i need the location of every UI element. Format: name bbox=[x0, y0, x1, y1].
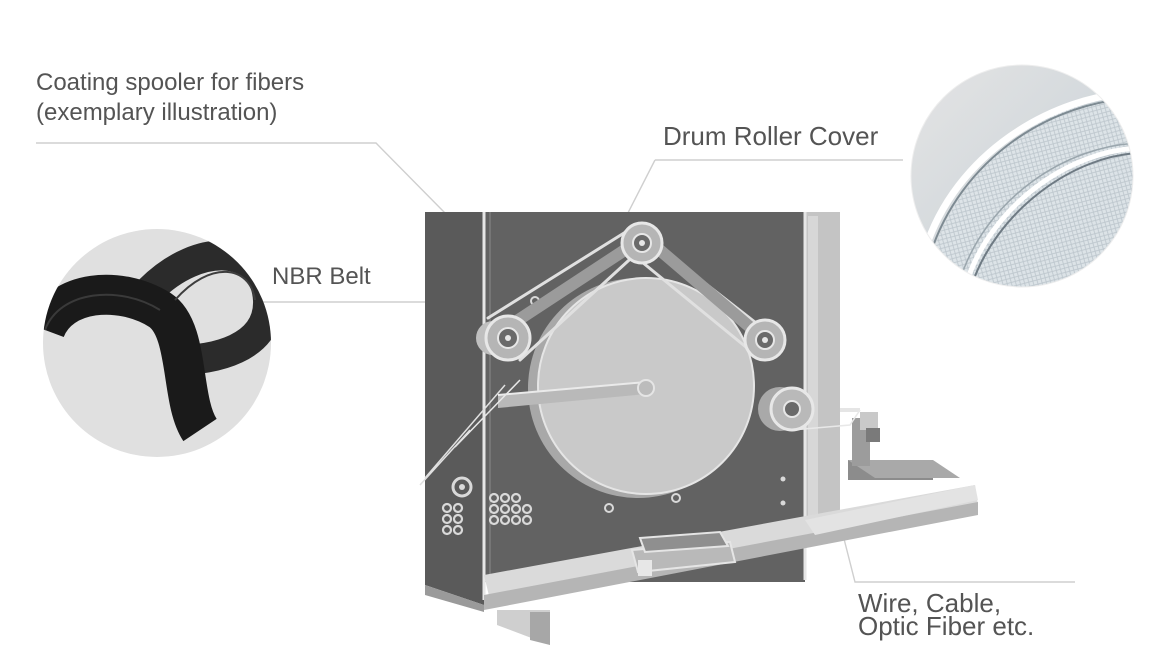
diagram-title-line1: Coating spooler for fibers bbox=[36, 69, 305, 96]
leader-line-title bbox=[36, 142, 446, 214]
vent-holes bbox=[441, 492, 533, 536]
diagram-title-line2: (exemplary illustration) bbox=[36, 99, 278, 126]
right-tray bbox=[805, 485, 978, 535]
label-wire-line2: Optic Fiber etc. bbox=[858, 611, 1035, 641]
base-leg-shadow bbox=[530, 612, 550, 645]
knob-left bbox=[451, 476, 473, 498]
drum-hub bbox=[637, 379, 655, 397]
base-tray-left bbox=[425, 585, 484, 612]
roller-left bbox=[476, 314, 532, 362]
spooler-machine bbox=[419, 212, 978, 645]
base-handle bbox=[630, 530, 737, 576]
left-side-panel bbox=[425, 212, 484, 605]
cover-rim-inner bbox=[962, 145, 1133, 287]
diagram-title: Coating spooler for fibers (exemplary il… bbox=[36, 68, 304, 128]
nbr-belt-path bbox=[486, 226, 771, 362]
roller-right bbox=[743, 318, 787, 362]
nbr-belt-callout bbox=[43, 229, 271, 457]
spindle-arm bbox=[498, 382, 646, 408]
label-wire-cable-fiber: Wire, Cable, Optic Fiber etc. bbox=[858, 588, 1035, 641]
right-side-strip bbox=[808, 216, 818, 516]
roller-top bbox=[620, 221, 664, 265]
roller-guide bbox=[758, 386, 815, 432]
label-nbr-belt: NBR Belt bbox=[272, 263, 371, 290]
label-wire-line1: Wire, Cable, bbox=[858, 588, 1002, 618]
label-drum-roller-cover: Drum Roller Cover bbox=[663, 121, 879, 151]
fiber-line bbox=[454, 379, 861, 448]
drum-cover-callout bbox=[910, 64, 1134, 288]
